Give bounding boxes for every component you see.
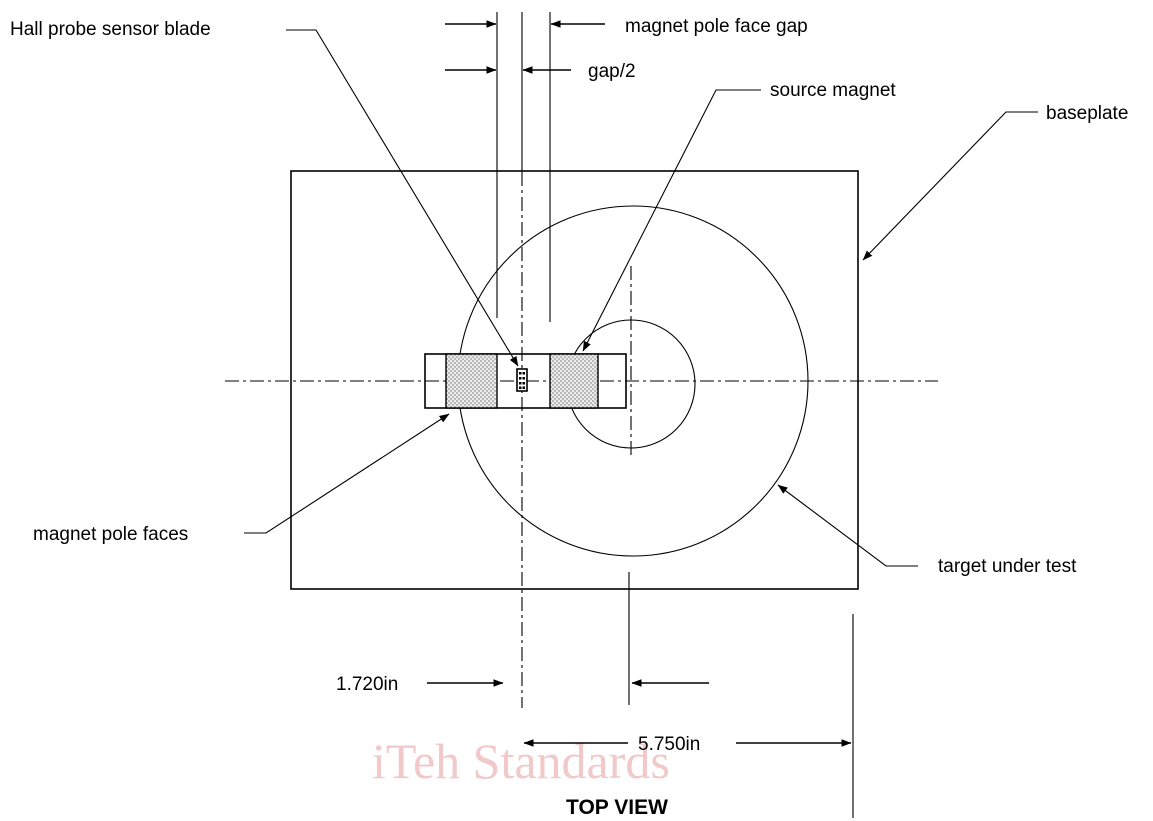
magnet-assembly [424,353,627,409]
view-title: TOP VIEW [566,796,668,819]
offset-dimension-label: 1.720in [336,674,398,695]
target-leader [777,484,918,567]
pole-face-right [549,353,599,409]
source-magnet-label: source magnet [770,80,896,101]
baseplate-outline [290,170,859,590]
baseplate-label: baseplate [1046,103,1128,124]
pole-faces-label: magnet pole faces [33,524,188,545]
watermark: iTeh Standards [372,733,670,789]
baseplate-leader [862,111,1038,261]
target-label: target under test [938,556,1077,577]
pole-faces-leader [244,413,450,534]
gap-half-label: gap/2 [588,61,636,82]
pole-face-left [445,353,498,409]
source-magnet-leader [582,89,761,352]
hall-probe-sensor-icon [516,368,528,392]
width-dimension-label: 5.750in [638,734,700,755]
hall-probe-leader [286,29,519,367]
hall-probe-label: Hall probe sensor blade [10,19,211,40]
pole-face-gap-label: magnet pole face gap [625,16,808,37]
